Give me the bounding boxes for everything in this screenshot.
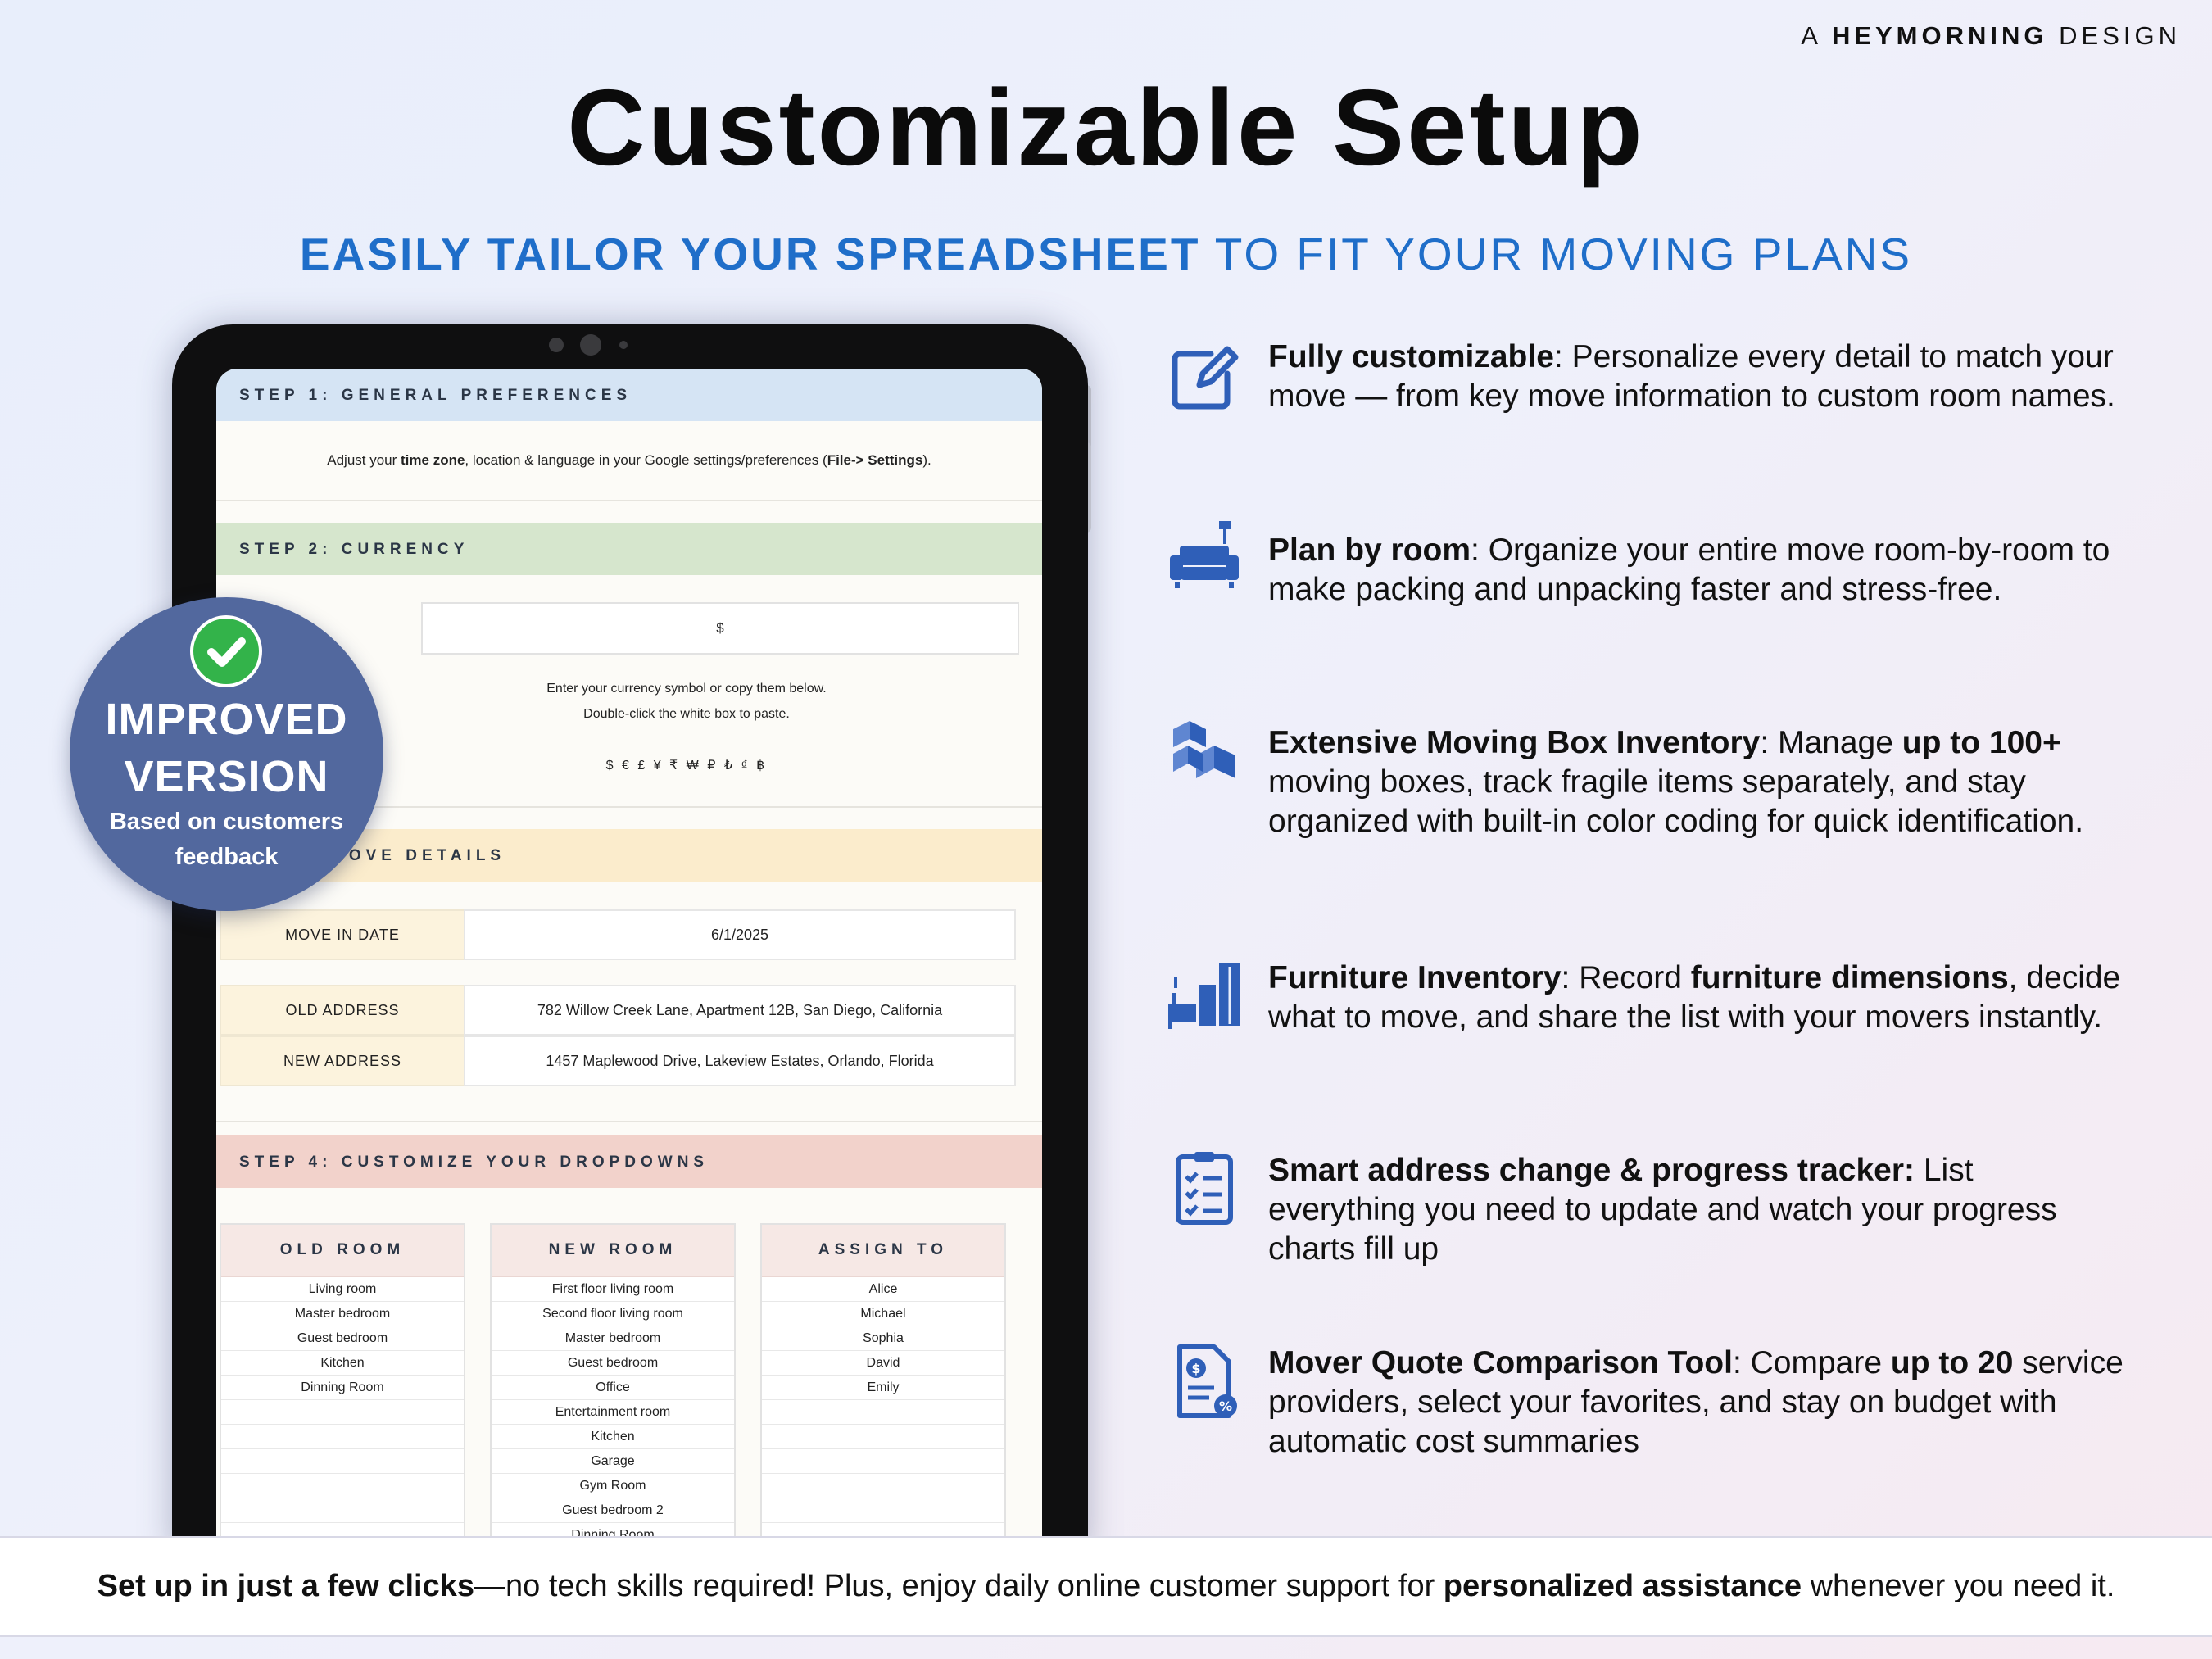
dropdown-option[interactable]: Guest bedroom 2 (492, 1498, 734, 1523)
dropdown-option[interactable]: David (762, 1351, 1004, 1376)
divider (216, 1121, 1042, 1122)
move-in-date-label: MOVE IN DATE (220, 909, 465, 960)
new-address-label: NEW ADDRESS (220, 1036, 465, 1086)
svg-text:%: % (1219, 1398, 1232, 1414)
dropdown-option[interactable]: Master bedroom (492, 1326, 734, 1351)
checklist-icon (1176, 1152, 1233, 1225)
currency-input-cell[interactable]: $ (421, 602, 1019, 655)
sofa-icon (1170, 521, 1239, 588)
tablet-sensor (549, 338, 564, 352)
dropdown-option[interactable] (762, 1400, 1004, 1425)
divider (216, 806, 1042, 808)
dropdown-option[interactable]: Guest bedroom (221, 1326, 464, 1351)
tablet-device: STEP 1: GENERAL PREFERENCES Adjust your … (172, 324, 1088, 1553)
column-header: OLD ROOM (221, 1225, 464, 1277)
spreadsheet-screen: STEP 1: GENERAL PREFERENCES Adjust your … (216, 369, 1042, 1548)
step2-header: STEP 2: CURRENCY (216, 523, 1042, 575)
svg-text:$: $ (1191, 1361, 1200, 1376)
dropdown-option[interactable]: Kitchen (221, 1351, 464, 1376)
dropdown-option[interactable]: Guest bedroom (492, 1351, 734, 1376)
dropdown-option[interactable]: Living room (221, 1277, 464, 1302)
dropdown-option[interactable]: Garage (492, 1449, 734, 1474)
dropdown-option[interactable]: Entertainment room (492, 1400, 734, 1425)
dropdown-option[interactable]: Second floor living room (492, 1302, 734, 1326)
dropdown-option[interactable]: Office (492, 1376, 734, 1400)
feature-fully-customizable: Fully customizable: Personalize every de… (1268, 339, 2115, 414)
old-address-cell[interactable]: 782 Willow Creek Lane, Apartment 12B, Sa… (464, 985, 1016, 1036)
new-room-column: NEW ROOM First floor living room Second … (490, 1223, 736, 1548)
dropdown-option[interactable] (221, 1400, 464, 1425)
step1-header: STEP 1: GENERAL PREFERENCES (216, 369, 1042, 421)
old-room-column: OLD ROOM Living room Master bedroom Gues… (220, 1223, 465, 1548)
dropdown-option[interactable] (762, 1425, 1004, 1449)
page-title: Customizable Setup (567, 67, 1645, 188)
column-header: ASSIGN TO (762, 1225, 1004, 1277)
step4-header: STEP 4: CUSTOMIZE YOUR DROPDOWNS (216, 1135, 1042, 1188)
page-subtitle: EASILY TAILOR YOUR SPREADSHEET TO FIT YO… (299, 229, 1913, 279)
dropdown-option[interactable] (762, 1498, 1004, 1523)
dropdown-option[interactable]: Sophia (762, 1326, 1004, 1351)
move-in-date-cell[interactable]: 6/1/2025 (464, 909, 1016, 960)
dropdown-option[interactable]: First floor living room (492, 1277, 734, 1302)
check-icon (190, 615, 262, 687)
footer-banner: Set up in just a few clicks—no tech skil… (0, 1536, 2212, 1637)
currency-symbols[interactable]: $ € £ ¥ ₹ ₩ ₽ ₺ ₫ ฿ (605, 759, 768, 773)
dropdown-option[interactable] (221, 1425, 464, 1449)
step1-note: Adjust your time zone, location & langua… (327, 452, 931, 468)
dropdown-option[interactable] (221, 1474, 464, 1498)
dropdown-option[interactable]: Emily (762, 1376, 1004, 1400)
quote-icon: $ % (1177, 1344, 1237, 1418)
brand-credit: A HEYMORNING DESIGN (1801, 21, 2181, 50)
dropdown-option[interactable]: Gym Room (492, 1474, 734, 1498)
dropdown-option[interactable] (762, 1474, 1004, 1498)
feature-plan-by-room: Plan by room: Organize your entire move … (1268, 533, 2110, 607)
dropdown-option[interactable]: Dinning Room (221, 1376, 464, 1400)
new-address-cell[interactable]: 1457 Maplewood Drive, Lakeview Estates, … (464, 1036, 1016, 1086)
dropdown-option[interactable] (221, 1498, 464, 1523)
dropdown-option[interactable] (762, 1449, 1004, 1474)
dropdown-option[interactable]: Master bedroom (221, 1302, 464, 1326)
old-address-label: OLD ADDRESS (220, 985, 465, 1036)
edit-icon (1172, 346, 1239, 410)
feature-furniture-inventory: Furniture Inventory: Record furniture di… (1268, 960, 2121, 1035)
tablet-camera-icon (580, 334, 601, 356)
feature-box-inventory: Extensive Moving Box Inventory: Manage u… (1268, 725, 2084, 839)
dropdown-option[interactable]: Kitchen (492, 1425, 734, 1449)
dropdown-option[interactable]: Michael (762, 1302, 1004, 1326)
assign-to-column: ASSIGN TO Alice Michael Sophia David Emi… (760, 1223, 1006, 1548)
column-header: NEW ROOM (492, 1225, 734, 1277)
improved-version-badge: IMPROVED VERSION Based on customers feed… (70, 597, 383, 911)
furniture-icon (1168, 963, 1240, 1029)
dropdown-option[interactable]: Alice (762, 1277, 1004, 1302)
feature-address-tracker: Smart address change & progress tracker:… (1268, 1153, 2057, 1267)
boxes-icon (1173, 721, 1235, 778)
currency-note-1: Enter your currency symbol or copy them … (546, 682, 827, 696)
feature-quote-comparison: Mover Quote Comparison Tool: Compare up … (1268, 1345, 2124, 1459)
tablet-sensor-small (619, 341, 628, 349)
dropdown-option[interactable] (221, 1449, 464, 1474)
currency-note-2: Double-click the white box to paste. (583, 707, 790, 721)
divider (216, 500, 1042, 501)
